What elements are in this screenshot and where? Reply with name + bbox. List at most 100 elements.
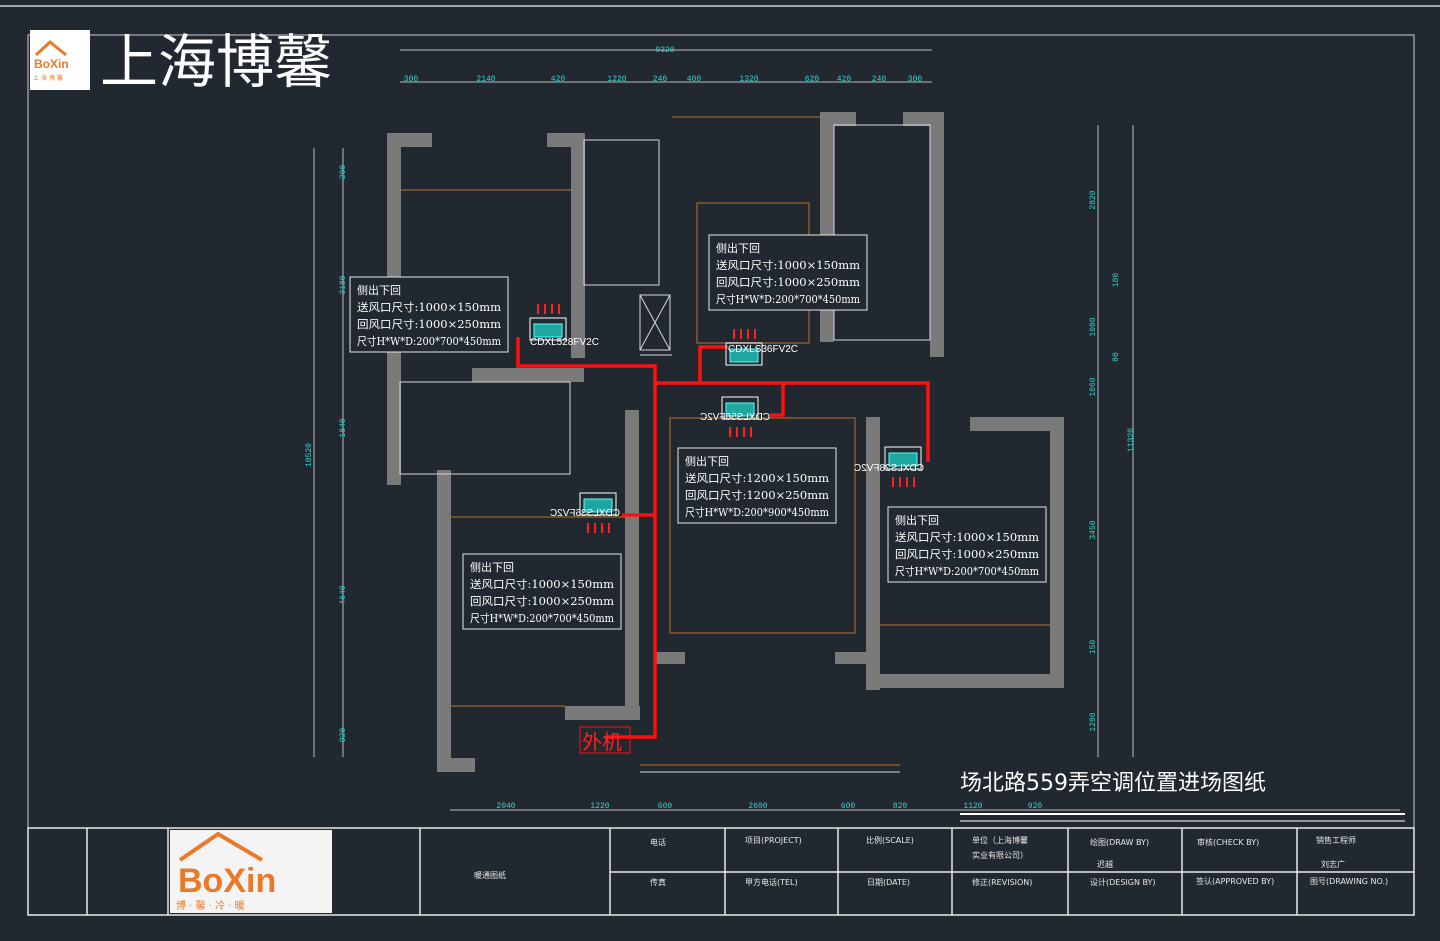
revision-label: 修正(REVISION) [972, 877, 1032, 887]
unit-model-label: CDXL528FV2C [530, 337, 599, 348]
spec-line: 侧出下回 [716, 241, 760, 255]
dimension-value: 300 [404, 75, 419, 84]
date-label: 日期(DATE) [867, 878, 910, 887]
dimension-value: 300 [908, 75, 923, 84]
company-label-2: 实业有限公司） [972, 850, 1028, 860]
refrigerant-pipes [516, 337, 930, 739]
dimension-value: 1840 [339, 418, 348, 437]
dimension-value: 80 [1112, 352, 1121, 362]
dimension-value: 420 [551, 75, 566, 84]
dimension-value: 2140 [476, 75, 495, 84]
dimension-value: 240 [872, 75, 887, 84]
unit-model-label: CDXLS36FV2C [728, 344, 798, 355]
project-label: 项目(PROJECT) [745, 836, 802, 845]
dimension-value: 4640 [339, 585, 348, 604]
logo-text: BoXin [178, 862, 276, 900]
dimension-value: 1280 [1089, 712, 1098, 731]
draw-by-label: 绘图(DRAW BY) [1090, 837, 1149, 847]
dimension-value: 920 [1028, 802, 1043, 811]
phone-label: 电话 [650, 837, 666, 847]
dimension-value: 9320 [655, 46, 674, 55]
spec-line: 尺寸H*W*D:200*900*450mm [685, 505, 830, 519]
draw-by-name: 迟越 [1097, 859, 1113, 869]
dimension-value: 200 [339, 165, 348, 180]
drawing-title: 场北路559弄空调位置进场图纸 [960, 771, 1266, 796]
dimension-value: 1220 [590, 802, 609, 811]
dimension-value: 1060 [1089, 377, 1098, 396]
indoor-unit[interactable]: CDXLS56FV2C [700, 396, 770, 437]
dimension-value: 1320 [739, 75, 758, 84]
dimension-value: 10520 [305, 443, 314, 467]
logo-subtext: 上 海 博 馨 [33, 74, 63, 82]
dimension-value: 1220 [607, 75, 626, 84]
company-title: 上海博馨 [100, 28, 332, 96]
dimension-lines [313, 49, 1400, 811]
dimension-value: 3180 [339, 275, 348, 294]
dimension-value: 420 [837, 75, 852, 84]
house-roof-icon [34, 40, 67, 57]
dimension-value: 240 [653, 75, 668, 84]
dimension-value: 400 [687, 75, 702, 84]
spec-line: 侧出下回 [895, 513, 939, 527]
dimension-value: 820 [893, 802, 908, 811]
dimension-value: 2040 [496, 802, 515, 811]
indoor-unit[interactable]: CDXL528FV2C [529, 304, 599, 348]
sales-label: 销售工程师 [1316, 835, 1356, 845]
indoor-unit[interactable]: CDXLS36FV2C [550, 492, 620, 533]
dimension-value: 1120 [963, 802, 982, 811]
spec-line: 送风口尺寸:1000×150mm [470, 577, 615, 591]
unit-model-label: CDXLS56FV2C [700, 412, 770, 423]
outdoor-unit[interactable] [579, 726, 631, 754]
spec-line: 回风口尺寸:1000×250mm [716, 275, 861, 289]
house-roof-icon [178, 831, 264, 862]
spec-line: 尺寸H*W*D:200*700*450mm [357, 334, 502, 348]
spec-line: 尺寸H*W*D:200*700*450mm [716, 292, 861, 306]
unit-model-label: CDXLS36FV2C [550, 508, 620, 519]
dimension-value: 920 [339, 728, 348, 743]
dimension-value: 180 [1112, 273, 1121, 288]
check-by-label: 审核(CHECK BY) [1197, 837, 1259, 847]
interior-lines [399, 116, 1050, 773]
logo-subtext: 博 · 馨 · 冷 · 暖 [176, 899, 245, 912]
dimension-value: 620 [805, 75, 820, 84]
drawing-no-label: 图号(DRAWING NO.) [1310, 877, 1388, 886]
spec-line: 送风口尺寸:1000×150mm [357, 300, 502, 314]
dimension-texts: 9320 300 2140 420 1220 240 400 1320 620 420 240 300… [305, 46, 1136, 811]
scale-label: 比例(SCALE) [866, 835, 914, 845]
spec-line: 送风口尺寸:1200×150mm [685, 471, 830, 485]
indoor-units: CDXL528FV2C CDXLS36FV2C CDXLS56FV2C CDXLS28… [529, 304, 924, 533]
dimension-value: 600 [841, 802, 856, 811]
outdoor-unit-label: 外机 [582, 730, 622, 754]
fax-label: 传真 [650, 877, 666, 887]
spec-line: 侧出下回 [685, 454, 729, 468]
spec-line: 送风口尺寸:1000×150mm [716, 258, 861, 272]
spec-label-box: 侧出下回送风口尺寸:1000×150mm回风口尺寸:1000×250mm尺寸H*… [887, 506, 1047, 583]
approved-by-label: 签认(APPROVED BY) [1196, 876, 1274, 886]
spec-line: 尺寸H*W*D:200*700*450mm [895, 564, 1040, 578]
header-logo: BoXin 上 海 博 馨 [30, 30, 90, 90]
spec-line: 侧出下回 [470, 560, 514, 574]
dimension-value: 150 [1089, 640, 1098, 655]
spec-line: 回风口尺寸:1000×250mm [470, 594, 615, 608]
walls [387, 112, 1064, 772]
dimension-value: 3450 [1089, 520, 1098, 539]
spec-line: 尺寸H*W*D:200*700*450mm [470, 611, 615, 625]
spec-line: 回风口尺寸:1000×250mm [357, 317, 502, 331]
dimension-value: 11320 [1127, 428, 1136, 452]
dimension-value: 600 [658, 802, 673, 811]
indoor-unit[interactable]: CDXLS28FV2C [854, 446, 924, 487]
sales-name: 刘志广 [1321, 859, 1345, 869]
design-by-label: 设计(DESIGN BY) [1090, 877, 1156, 887]
spec-line: 回风口尺寸:1200×250mm [685, 488, 830, 502]
spec-line: 侧出下回 [357, 283, 401, 297]
dimension-value: 2820 [1089, 190, 1098, 209]
indoor-unit[interactable]: CDXLS36FV2C [725, 329, 798, 366]
dimension-value: 2600 [748, 802, 767, 811]
spec-labels: 侧出下回送风口尺寸:1000×150mm回风口尺寸:1000×250mm尺寸H*… [349, 234, 1047, 630]
dimension-value: 1000 [1089, 317, 1098, 336]
